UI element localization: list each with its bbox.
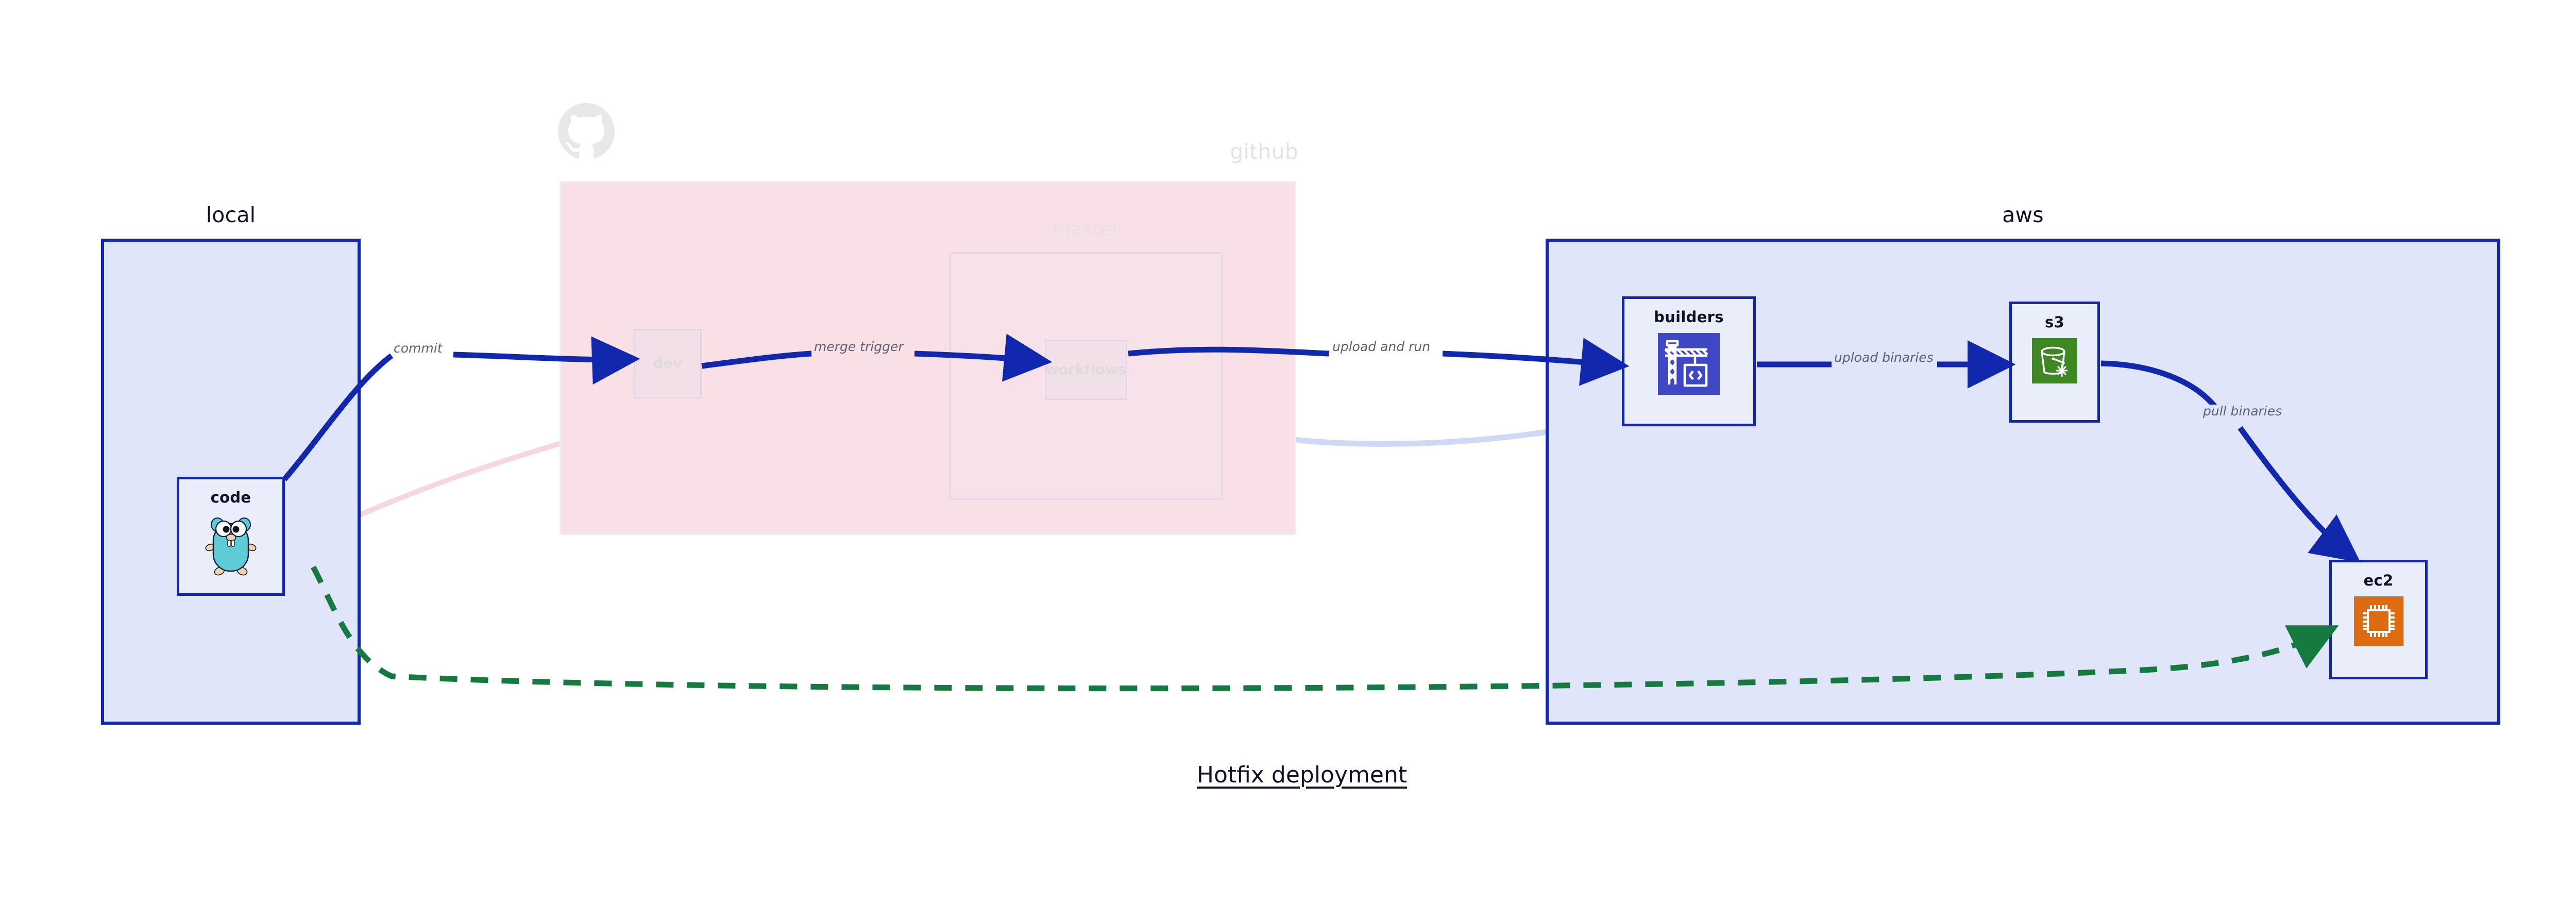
edge-merge-trigger-b (914, 333, 1053, 382)
node-builders[interactable]: builders (1622, 296, 1756, 426)
go-gopher-icon (204, 513, 258, 578)
node-builders-label: builders (1654, 308, 1724, 326)
edge-label-upload-binaries: upload binaries (1832, 350, 1936, 365)
edge-label-upload-and-run: upload and run (1330, 340, 1433, 354)
node-code-label: code (210, 489, 251, 506)
edge-commit-b (453, 336, 640, 385)
zone-github (560, 181, 1296, 535)
edge-commit (282, 353, 394, 481)
edge-label-pull-binaries: pull binaries (2201, 404, 2284, 419)
group-master-title: master (1052, 218, 1120, 240)
diagram-caption: Hotfix deployment (1196, 762, 1408, 788)
zone-github-title: github (1230, 139, 1298, 164)
edge-pull-binaries-b (2238, 426, 2361, 563)
node-ec2[interactable]: ec2 (2329, 560, 2428, 679)
zone-aws-title: aws (2002, 203, 2044, 227)
github-octocat-logo (558, 103, 615, 159)
edge-label-commit: commit (392, 341, 445, 356)
aws-codebuild-icon (1658, 333, 1720, 395)
edge-upload-and-run-b (1442, 338, 1630, 386)
node-dev[interactable]: dev (634, 329, 702, 398)
edge-hotfix-direct (311, 565, 2339, 691)
edge-label-merge-trigger: merge trigger (812, 340, 906, 354)
edge-pull-binaries-a (2100, 360, 2218, 409)
node-code[interactable]: code (177, 477, 285, 596)
group-master (950, 252, 1223, 499)
zone-local-title: local (206, 203, 256, 227)
edge-merge-trigger-a (701, 350, 812, 369)
node-s3-label: s3 (2044, 313, 2065, 331)
node-ec2-label: ec2 (2363, 572, 2394, 589)
edge-upload-and-run-a (1128, 346, 1330, 357)
aws-ec2-icon (2353, 596, 2403, 646)
node-dev-label: dev (653, 356, 683, 372)
node-workflows-label: workflows (1045, 362, 1127, 378)
aws-s3-glacier-icon (2032, 338, 2077, 383)
node-workflows[interactable]: workflows (1045, 340, 1127, 400)
